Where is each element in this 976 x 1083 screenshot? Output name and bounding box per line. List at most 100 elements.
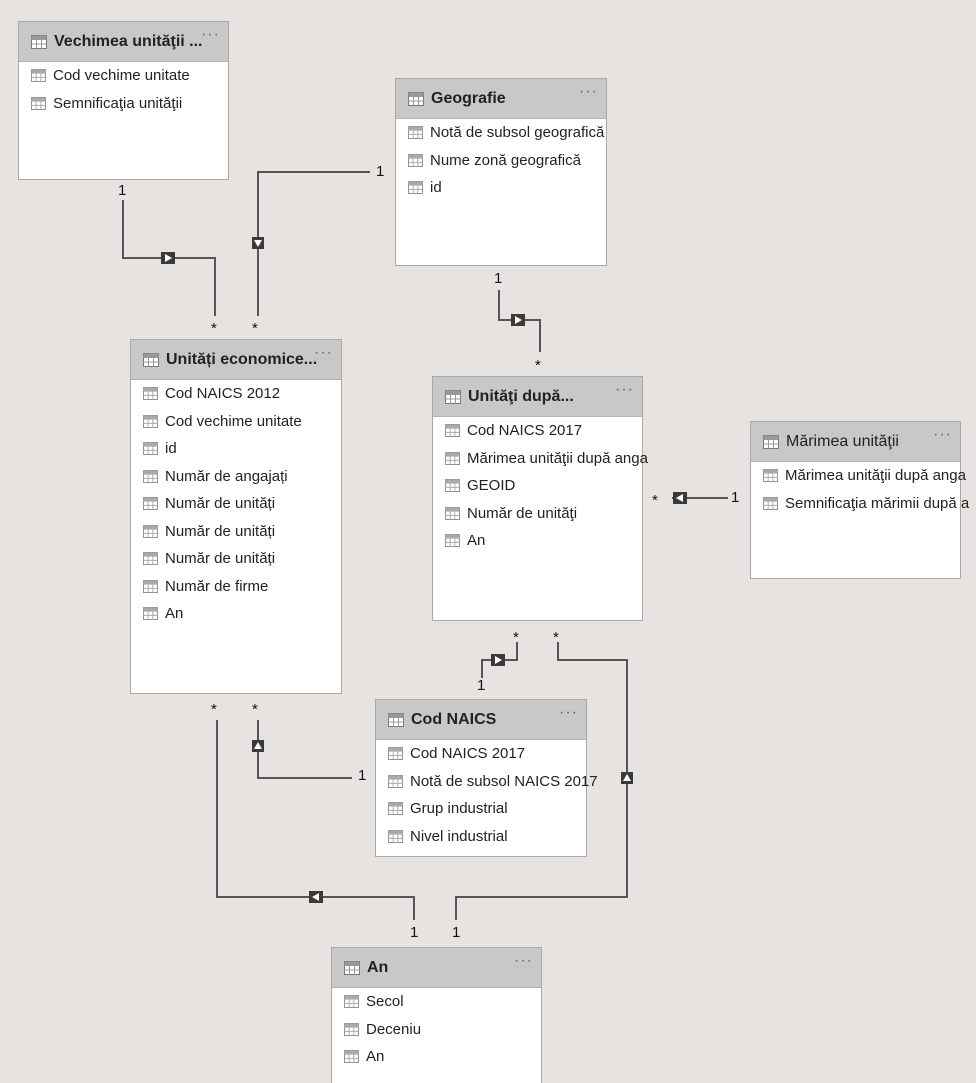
cardinality-many-dupa-naics: * — [513, 629, 519, 646]
field-row[interactable]: Cod NAICS 2017 — [433, 417, 642, 445]
table-icon — [31, 34, 47, 49]
more-options-icon[interactable]: ··· — [579, 83, 598, 100]
table-header[interactable]: Cod NAICS ··· — [376, 700, 586, 740]
relationship-line-naics-economice — [257, 720, 352, 779]
arrow-up-naics-economice[interactable] — [252, 740, 264, 752]
column-icon — [344, 1050, 359, 1064]
cardinality-one-vechime: 1 — [118, 182, 127, 199]
field-row[interactable]: Semnificaţia mărimii după a — [751, 490, 969, 518]
field-row[interactable]: Cod vechime unitate — [19, 62, 228, 90]
field-label: Cod vechime unitate — [53, 67, 190, 85]
field-row[interactable]: Nivel industrial — [376, 823, 586, 851]
column-icon — [445, 506, 460, 520]
field-row[interactable]: An — [433, 527, 642, 555]
cardinality-many-economice-an: * — [211, 701, 217, 718]
field-row[interactable]: Deceniu — [332, 1016, 541, 1044]
field-row[interactable]: Mărimea unităţii după anga — [433, 445, 648, 473]
table-header[interactable]: Vechimea unităţii ... ··· — [19, 22, 228, 62]
field-label: Deceniu — [366, 1020, 422, 1038]
field-row[interactable]: Număr de unități — [131, 518, 341, 546]
field-row[interactable]: Notă de subsol geografică — [396, 119, 606, 147]
field-row[interactable]: Grup industrial — [376, 795, 586, 823]
field-label: An — [165, 605, 184, 623]
cardinality-many-dupa-geografie: * — [535, 357, 541, 374]
cardinality-one-geografie-dupa: 1 — [494, 270, 503, 287]
column-icon — [445, 534, 460, 548]
table-card-an[interactable]: An ··· Secol Deceniu An — [331, 947, 542, 1083]
field-label: Număr de unități — [165, 495, 276, 513]
table-header[interactable]: Unități economice... ··· — [131, 340, 341, 380]
field-row[interactable]: Număr de unități — [131, 490, 341, 518]
field-row[interactable]: An — [131, 600, 341, 628]
field-label: Cod vechime unitate — [165, 412, 302, 430]
table-header[interactable]: Mărimea unităţii ··· — [751, 422, 960, 462]
column-icon — [344, 995, 359, 1009]
field-label: Număr de firme — [165, 577, 269, 595]
column-icon — [388, 747, 403, 761]
field-row[interactable]: Cod NAICS 2017 — [376, 740, 586, 768]
field-label: GEOID — [467, 477, 516, 495]
more-options-icon[interactable]: ··· — [314, 344, 333, 361]
field-label: Semnificaţia mărimii după a — [785, 494, 970, 512]
field-row[interactable]: Număr de firme — [131, 573, 341, 601]
field-row[interactable]: Număr de unităţi — [433, 500, 642, 528]
table-header[interactable]: Geografie ··· — [396, 79, 606, 119]
column-icon — [143, 552, 158, 566]
arrow-left-marimea[interactable] — [673, 492, 687, 504]
field-row[interactable]: id — [396, 174, 606, 202]
more-options-icon[interactable]: ··· — [933, 426, 952, 443]
table-title: An — [367, 958, 389, 976]
field-row[interactable]: Mărimea unităţii după anga — [751, 462, 966, 490]
table-card-marimea[interactable]: Mărimea unităţii ··· Mărimea unităţii du… — [750, 421, 969, 579]
field-row[interactable]: Număr de unități — [131, 545, 341, 573]
field-row[interactable]: Număr de angajați — [131, 463, 341, 491]
field-row[interactable]: GEOID — [433, 472, 642, 500]
table-card-unitati-dupa[interactable]: Unităţi după... ··· Cod NAICS 2017 Mărim… — [432, 376, 648, 621]
column-icon — [388, 829, 403, 843]
table-card-unitati-economice[interactable]: Unități economice... ··· Cod NAICS 2012 … — [130, 339, 342, 694]
field-row[interactable]: id — [131, 435, 341, 463]
table-card-geografie[interactable]: Geografie ··· Notă de subsol geografică … — [395, 78, 607, 266]
table-icon — [408, 91, 424, 106]
field-row[interactable]: Cod NAICS 2012 — [131, 380, 341, 408]
field-row[interactable]: An — [332, 1043, 541, 1071]
column-icon — [31, 96, 46, 110]
field-label: Număr de unități — [165, 550, 276, 568]
field-row[interactable]: Cod vechime unitate — [131, 408, 341, 436]
column-icon — [143, 469, 158, 483]
field-row[interactable]: Semnificaţia unităţii — [19, 90, 228, 118]
column-icon — [763, 469, 778, 483]
table-icon — [344, 960, 360, 975]
field-label: Mărimea unităţii după anga — [467, 449, 648, 467]
arrow-right-vechime[interactable] — [161, 252, 175, 264]
arrow-down-geografie[interactable] — [252, 237, 264, 249]
table-title: Cod NAICS — [411, 710, 497, 728]
arrow-right-geografie-dupa[interactable] — [511, 314, 525, 326]
table-header[interactable]: An ··· — [332, 948, 541, 988]
arrow-right-naics-dupa[interactable] — [491, 654, 505, 666]
field-label: Nivel industrial — [410, 827, 508, 845]
table-icon — [445, 389, 461, 404]
cardinality-many-economice-naics: * — [252, 701, 258, 718]
cardinality-one-naics-economice: 1 — [358, 767, 367, 784]
table-card-vechime[interactable]: Vechimea unităţii ... ··· Cod vechime un… — [18, 21, 229, 180]
more-options-icon[interactable]: ··· — [559, 704, 578, 721]
arrow-up-an-dupa[interactable] — [621, 772, 633, 784]
field-row[interactable]: Notă de subsol NAICS 2017 — [376, 768, 598, 796]
table-icon — [388, 712, 404, 727]
field-row[interactable]: Nume zonă geografică — [396, 147, 606, 175]
arrow-left-an-economice[interactable] — [309, 891, 323, 903]
cardinality-many-economice-geografie: * — [252, 320, 258, 337]
more-options-icon[interactable]: ··· — [615, 381, 634, 398]
field-row[interactable]: Secol — [332, 988, 541, 1016]
more-options-icon[interactable]: ··· — [201, 26, 220, 43]
cardinality-one-marimea: 1 — [731, 489, 740, 506]
column-icon — [143, 579, 158, 593]
table-header[interactable]: Unităţi după... ··· — [433, 377, 642, 417]
table-card-cod-naics[interactable]: Cod NAICS ··· Cod NAICS 2017 Notă de sub… — [375, 699, 598, 857]
field-label: Număr de unități — [165, 522, 276, 540]
column-icon — [445, 479, 460, 493]
more-options-icon[interactable]: ··· — [514, 952, 533, 969]
